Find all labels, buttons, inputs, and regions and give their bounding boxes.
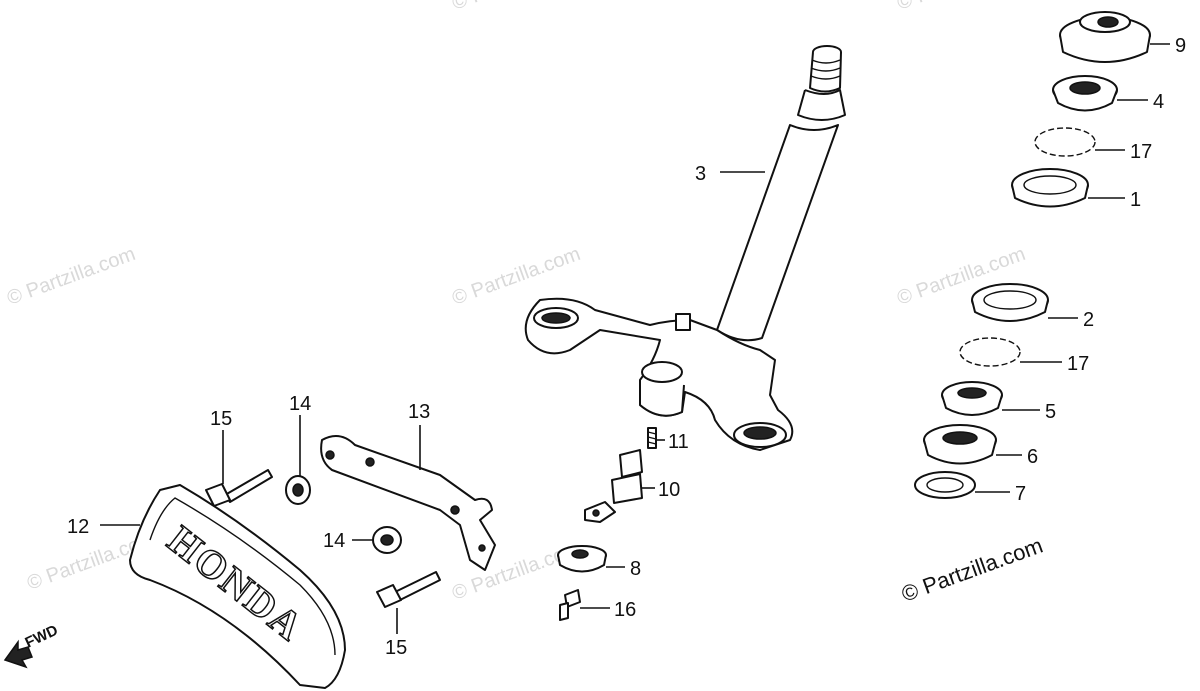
callout-14: 14 — [323, 530, 345, 552]
callout-16: 16 — [614, 599, 636, 621]
part-15-bolt — [205, 469, 273, 507]
callout-7: 7 — [1015, 483, 1026, 505]
callout-4: 4 — [1153, 91, 1164, 113]
part-11-screw — [647, 427, 657, 449]
callout-8: 8 — [630, 558, 641, 580]
watermark: © Partzilla.com — [4, 243, 138, 310]
part-5-cone-race — [941, 381, 1003, 416]
part-1-outer-race — [1011, 168, 1089, 208]
callout-15: 15 — [210, 408, 232, 430]
callout-5: 5 — [1045, 401, 1056, 423]
part-8-lock-cover — [557, 545, 607, 573]
callout-3: 3 — [695, 163, 706, 185]
fwd-label: FWD — [23, 622, 61, 652]
part-2-outer-race — [971, 283, 1049, 322]
part-4-cone-race — [1052, 75, 1118, 112]
part-3-steering-stem — [524, 45, 846, 451]
callout-10: 10 — [658, 479, 680, 501]
part-17-steel-balls — [959, 337, 1021, 367]
callout-17: 17 — [1130, 141, 1152, 163]
part-10-steering-lock — [584, 449, 643, 523]
part-13-emblem-bracket — [320, 435, 496, 571]
callout-1: 1 — [1130, 189, 1141, 211]
watermark: © Partzilla.com — [894, 0, 1028, 15]
watermark: © Partzilla.com — [449, 0, 583, 15]
callout-11: 11 — [668, 431, 689, 453]
part-12-emblem: HONDA — [129, 484, 346, 689]
callouts: 9 4 17 1 3 2 17 5 6 7 11 10 8 16 13 14 1… — [67, 35, 1186, 659]
part-9-steering-stem-nut — [1059, 11, 1151, 63]
callout-6: 6 — [1027, 446, 1038, 468]
part-6-dust-seal — [923, 424, 997, 465]
callout-14: 14 — [289, 393, 311, 415]
part-14-nut — [285, 475, 311, 505]
callout-13: 13 — [408, 401, 430, 423]
part-14-nut — [372, 526, 402, 554]
copyright-text: © Partzilla.com — [898, 533, 1046, 607]
part-15-bolt — [376, 571, 441, 608]
fwd-indicator: FWD — [3, 622, 61, 669]
leader-lines — [100, 43, 1170, 634]
part-7-washer — [914, 471, 976, 499]
callout-12: 12 — [67, 516, 89, 538]
part-17-steel-balls — [1034, 127, 1096, 157]
callout-2: 2 — [1083, 309, 1094, 331]
callout-15: 15 — [385, 637, 407, 659]
part-16-screw — [559, 589, 581, 621]
callout-17: 17 — [1067, 353, 1089, 375]
callout-9: 9 — [1175, 35, 1186, 57]
